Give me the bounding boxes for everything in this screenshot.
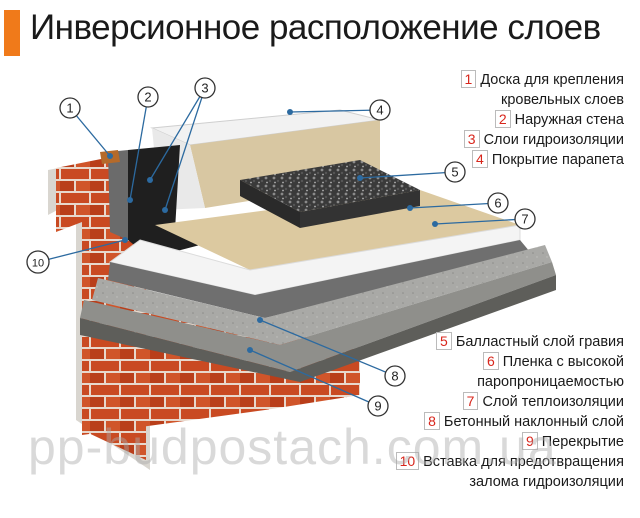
legend-number: 4: [472, 150, 488, 168]
legend-text: Перекрытие: [541, 434, 624, 450]
gravel-top: [240, 160, 420, 212]
leader-lines: [37, 87, 526, 407]
callout-5: 5: [444, 161, 466, 183]
callout-label: 2: [144, 90, 151, 105]
callout-label: 7: [521, 212, 528, 227]
callout-8: 8: [384, 365, 406, 387]
callout-label: 3: [201, 81, 208, 96]
legend-text: Доска для крепления: [480, 72, 624, 88]
insulation-edge: [108, 240, 530, 318]
legend-number: 9: [521, 432, 538, 450]
callout-9: 9: [367, 395, 389, 417]
callout-label: 10: [32, 258, 44, 270]
callout-label: 6: [494, 196, 501, 211]
callout-4: 4: [369, 99, 391, 121]
legend-number: 1: [460, 70, 477, 88]
legend-text: Балластный слой гравия: [455, 334, 624, 350]
legend-number: 8: [424, 412, 440, 430]
legend-text: Бетонный наклонный слой: [443, 414, 624, 430]
callout-label: 4: [376, 103, 383, 118]
membrane-layer: [155, 190, 520, 270]
legend-text-continuation: кровельных слоев: [500, 92, 624, 108]
waterproofing-black: [128, 145, 200, 258]
legend-text: Пленка с высокой: [502, 354, 624, 370]
waterproofing-gray: [108, 150, 128, 240]
legend-text: Наружная стена: [514, 112, 624, 128]
legend-number: 2: [494, 110, 511, 128]
legend-number: 7: [462, 392, 479, 410]
roof-layers: [80, 190, 556, 382]
callout-label: 1: [66, 101, 73, 116]
callout-1: 1: [59, 97, 81, 119]
legend-text-continuation: паропроницаемостью: [477, 374, 624, 390]
watermark: pp-budpostach.com.ua: [28, 419, 557, 475]
legend-text: Слои гидроизоляции: [483, 132, 624, 148]
callout-2: 2: [137, 86, 159, 108]
page-title: Инверсионное расположение слоев: [30, 8, 601, 47]
legend-text: Вставка для предотвращения: [423, 454, 624, 470]
title-accent-bar: [4, 10, 20, 56]
callout-6: 6: [487, 192, 509, 214]
legend-text: Покрытие парапета: [491, 152, 624, 168]
gravel-side: [240, 180, 300, 228]
legend-number: 5: [436, 332, 452, 350]
callout-label: 5: [451, 165, 458, 180]
legend-text-continuation: залома гидроизоляции: [469, 474, 624, 490]
callout-10: 10: [26, 250, 50, 274]
waterproofing: [100, 145, 200, 258]
legend-number: 6: [482, 352, 499, 370]
callout-label: 8: [391, 369, 398, 384]
gravel-front: [300, 190, 420, 228]
legend-number: 10: [395, 452, 420, 470]
gravel-ballast: [240, 160, 420, 228]
concrete-edge: [80, 262, 556, 372]
legend-text: Слой теплоизоляции: [482, 394, 624, 410]
concrete-slope-layer: [92, 245, 552, 345]
legend-number: 3: [463, 130, 480, 148]
floor-slab: [80, 275, 556, 382]
leader-dots: [107, 109, 438, 353]
callout-3: 3: [194, 77, 216, 99]
callout-label: 9: [374, 399, 381, 414]
callout-7: 7: [514, 208, 536, 230]
